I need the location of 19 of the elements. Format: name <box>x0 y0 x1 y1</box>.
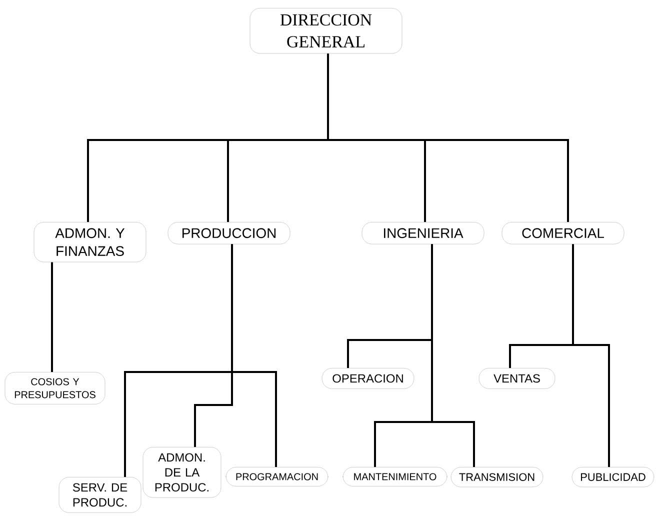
connector-line <box>431 244 475 467</box>
unit-box: PROGRAMACION <box>226 467 328 486</box>
unit-box: SERV. DE PRODUC. <box>58 477 142 513</box>
connector-line <box>572 244 610 467</box>
unit-box: MANTENIMIENTO <box>342 467 448 486</box>
unit-box: VENTAS <box>478 368 556 389</box>
unit-box: PUBLICIDAD <box>572 467 654 488</box>
unit-box: COSIOS Y PRESUPUESTOS <box>4 372 106 404</box>
unit-box: ADMON. Y FINANZAS <box>34 222 146 262</box>
unit-box: INGENIERIA <box>362 222 484 244</box>
unit-box: DIRECCION GENERAL <box>250 8 402 54</box>
unit-box: PRODUCCION <box>168 222 290 244</box>
unit-box: TRANSMISION <box>450 467 544 488</box>
connector-line <box>51 262 53 372</box>
unit-box: ADMON. DE LA PRODUC. <box>142 447 222 498</box>
connector-line <box>327 54 569 222</box>
unit-box: COMERCIAL <box>502 222 624 244</box>
unit-box: OPERACION <box>322 368 414 389</box>
connector-line <box>231 244 277 467</box>
